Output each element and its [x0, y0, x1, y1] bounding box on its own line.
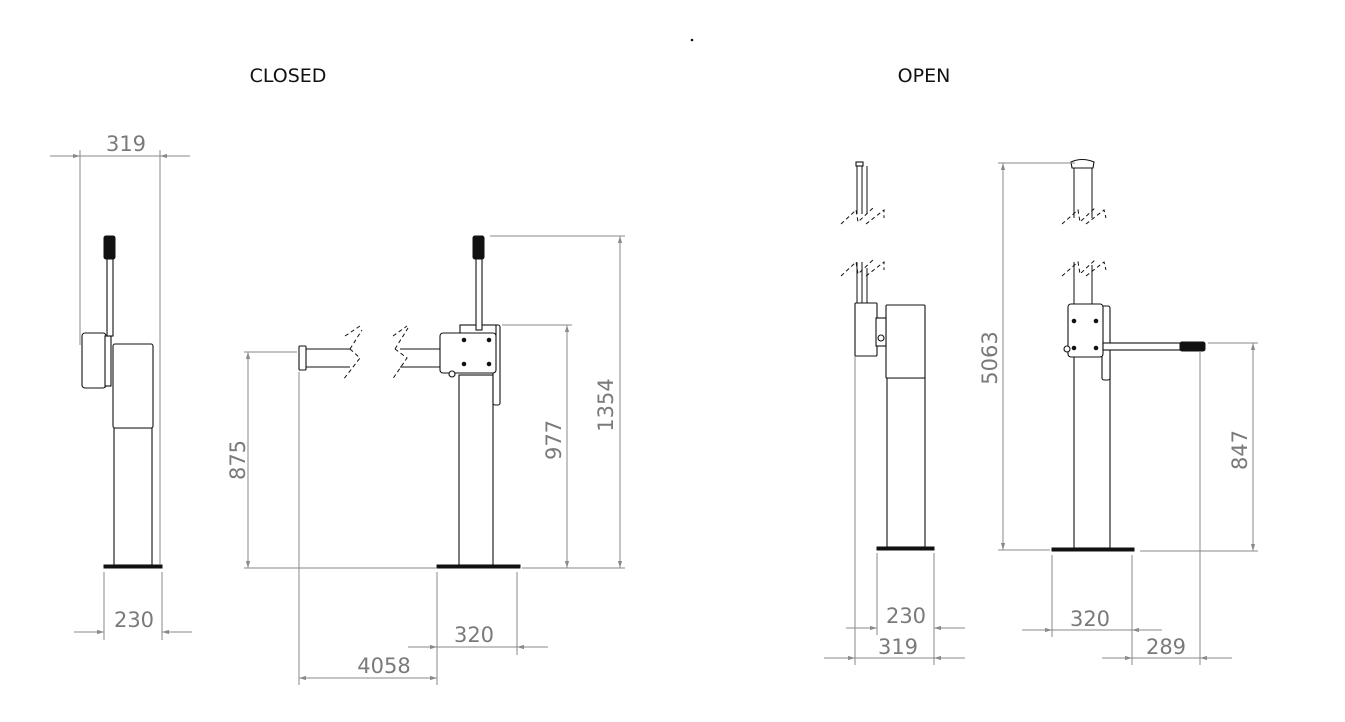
- open-side-view: [840, 161, 935, 551]
- closed-side-view: [81, 235, 163, 569]
- stray-dot: [690, 38, 694, 42]
- handle-grip: [103, 235, 116, 260]
- open-side-dims: 230 319: [824, 356, 965, 665]
- closed-side-dims: 319 230: [50, 132, 192, 640]
- dim-289: 289: [1146, 635, 1186, 659]
- closed-front-dims: 875 977 1354 320 4058: [226, 235, 625, 685]
- dim-847: 847: [1228, 430, 1252, 470]
- open-view-title: OPEN: [898, 65, 951, 87]
- closed-view-title: CLOSED: [250, 65, 327, 87]
- dim-4058: 4058: [357, 654, 410, 678]
- closed-front-view: [298, 235, 521, 569]
- handle-grip: [1179, 341, 1206, 352]
- dim-230: 230: [114, 608, 154, 632]
- dim-320: 320: [454, 623, 494, 647]
- dim-5063: 5063: [978, 331, 1002, 384]
- open-front-dims: 5063 847 320 289: [978, 162, 1258, 665]
- handle-grip: [472, 235, 485, 260]
- dim-319: 319: [878, 635, 918, 659]
- dim-319: 319: [106, 132, 146, 156]
- dim-230: 230: [886, 604, 926, 628]
- open-front-view: [1051, 158, 1206, 552]
- dim-320: 320: [1070, 607, 1110, 631]
- dim-977: 977: [542, 420, 566, 460]
- dim-1354: 1354: [594, 378, 618, 431]
- dim-875: 875: [226, 440, 250, 480]
